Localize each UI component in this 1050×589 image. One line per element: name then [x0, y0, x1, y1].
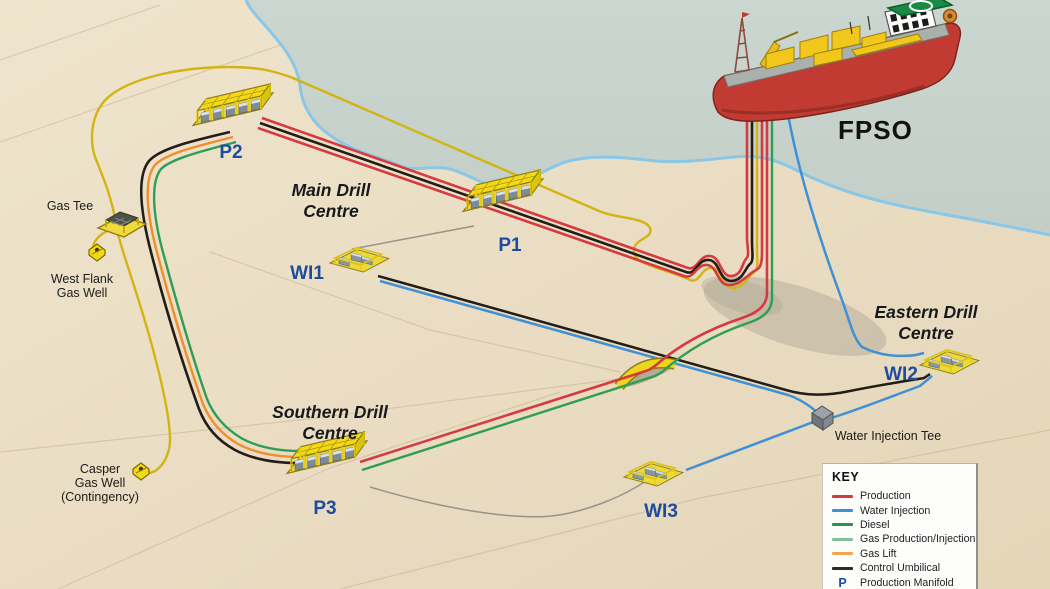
pipeline-water-injection-tee-wi2	[827, 375, 933, 421]
flying-lead-p3-wi3	[369, 480, 647, 518]
legend-symbol-production-manifold: P	[838, 575, 847, 589]
legend-item-gas-production-injection: Gas Production/Injection	[832, 532, 975, 546]
label-southern-drill-centre-line2: Centre	[302, 423, 358, 443]
label-west-flank-line1: West Flank	[51, 272, 114, 286]
shoreline	[244, 0, 1050, 237]
label-wi2: WI2	[884, 364, 918, 385]
pipeline-crossing-bridge	[614, 357, 676, 391]
pipeline-gas-lift-p2-p3	[146, 135, 303, 459]
label-casper-line1: Casper	[80, 462, 120, 476]
label-wi1: WI1	[290, 263, 324, 284]
label-gas-tee: Gas Tee	[47, 199, 93, 213]
fpso-deck-modules	[765, 25, 923, 70]
label-p3: P3	[313, 498, 336, 519]
pipeline-umbilical-wi1-wi2	[377, 274, 931, 396]
flying-lead-p1-wi1	[351, 225, 475, 250]
label-casper-line3: (Contingency)	[61, 490, 139, 504]
label-water-injection-tee: Water Injection Tee	[835, 429, 941, 443]
legend-item-gas-lift: Gas Lift	[832, 547, 968, 561]
label-p1: P1	[498, 235, 522, 256]
pipeline-diesel-p3-fpso	[361, 113, 774, 472]
legend-item-water-injection: Water Injection	[832, 503, 968, 517]
fpso-vessel	[712, 0, 962, 122]
legend-swatch-gas-production-injection	[832, 537, 853, 541]
legend-swatch-control-umbilical	[832, 566, 853, 570]
pipeline-umbilical-p2-p3	[140, 130, 302, 465]
pipeline-diesel-p2-p3	[152, 140, 304, 453]
pipeline-production-p1-fpso	[261, 112, 750, 278]
legend-swatch-water-injection	[832, 509, 853, 513]
pipeline-water-injection-tee-wi3	[685, 419, 817, 472]
label-p2: P2	[219, 142, 242, 163]
legend-item-production: Production	[832, 489, 968, 503]
label-casper-line2: Gas Well	[75, 476, 125, 490]
legend-swatch-diesel	[832, 523, 853, 527]
label-eastern-drill-centre-line1: Eastern Drill	[874, 302, 978, 322]
legend-swatch-production	[832, 494, 853, 498]
legend-item-production-manifold: P Production Manifold	[832, 575, 968, 589]
legend-item-control-umbilical: Control Umbilical	[832, 561, 968, 575]
label-wi3: WI3	[644, 501, 678, 522]
seabed-contour-lines	[0, 4, 1050, 589]
label-main-drill-centre-line2: Centre	[303, 201, 359, 221]
pipeline-water-injection-fpso-wi2	[786, 113, 925, 358]
legend-item-diesel: Diesel	[832, 518, 968, 532]
label-west-flank-line2: Gas Well	[57, 286, 107, 300]
legend-panel: KEY Production Water Injection Diesel Ga…	[822, 463, 978, 589]
fpso-flare-tower	[734, 17, 750, 73]
pipeline-production-p2-fpso	[257, 114, 764, 287]
pipeline-production-p3-fpso	[359, 113, 769, 464]
legend-title: KEY	[832, 470, 860, 484]
pipeline-umbilical-main-fpso	[259, 113, 754, 283]
label-fpso: FPSO	[838, 115, 913, 145]
label-southern-drill-centre-line1: Southern Drill	[272, 402, 389, 422]
label-main-drill-centre-line1: Main Drill	[292, 180, 372, 200]
riser-touchdown-shadow	[703, 276, 887, 356]
legend-swatch-gas-lift	[832, 552, 853, 556]
label-eastern-drill-centre-line2: Centre	[898, 323, 954, 343]
